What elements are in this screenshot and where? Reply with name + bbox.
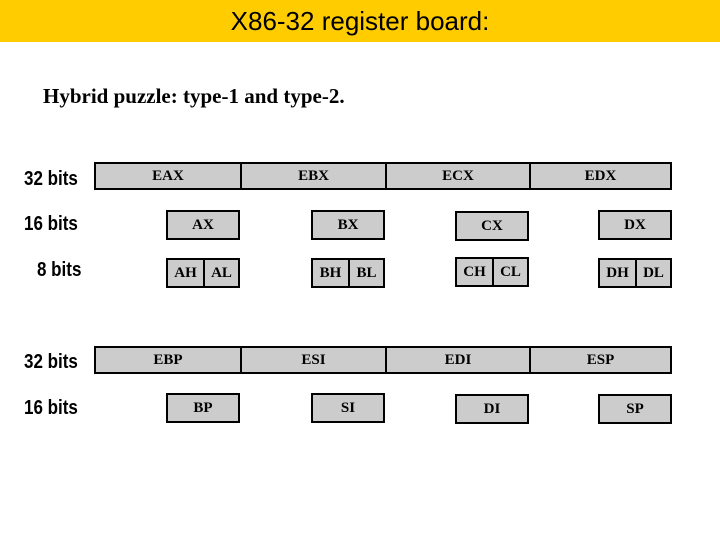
register-cl[interactable]: CL <box>492 259 527 285</box>
register-si[interactable]: SI <box>311 393 385 423</box>
register-esi[interactable]: ESI <box>240 348 385 372</box>
row-label-16bits: 16 bits <box>24 213 78 235</box>
row-label-16bits-group2: 16 bits <box>24 397 78 419</box>
register-dx[interactable]: DX <box>598 210 672 240</box>
register-di[interactable]: DI <box>455 394 529 424</box>
register-sp[interactable]: SP <box>598 394 672 424</box>
register-edi[interactable]: EDI <box>385 348 529 372</box>
register-edx[interactable]: EDX <box>529 164 670 188</box>
register-pair-ch-cl: CH CL <box>455 257 529 287</box>
register-bar-32-group1: EAX EBX ECX EDX <box>94 162 672 190</box>
register-ch[interactable]: CH <box>463 263 486 280</box>
register-bp[interactable]: BP <box>166 393 240 423</box>
register-cx[interactable]: CX <box>455 211 529 241</box>
register-ah[interactable]: AH <box>174 264 197 281</box>
register-bar-32-group2: EBP ESI EDI ESP <box>94 346 672 374</box>
register-ebp[interactable]: EBP <box>153 351 183 368</box>
register-dh[interactable]: DH <box>606 264 629 281</box>
register-ax[interactable]: AX <box>166 210 240 240</box>
row-label-32bits: 32 bits <box>24 168 78 190</box>
puzzle-subtitle: Hybrid puzzle: type-1 and type-2. <box>43 84 345 108</box>
row-label-8bits: 8 bits <box>37 259 82 281</box>
register-ecx[interactable]: ECX <box>385 164 529 188</box>
page-title: X86-32 register board: <box>230 6 490 36</box>
register-bx[interactable]: BX <box>311 210 385 240</box>
register-bh[interactable]: BH <box>319 264 342 281</box>
register-bl[interactable]: BL <box>348 260 383 286</box>
register-ebx[interactable]: EBX <box>240 164 385 188</box>
register-pair-ah-al: AH AL <box>166 258 240 288</box>
register-al[interactable]: AL <box>203 260 238 286</box>
register-pair-dh-dl: DH DL <box>598 258 672 288</box>
row-label-32bits-group2: 32 bits <box>24 351 78 373</box>
register-pair-bh-bl: BH BL <box>311 258 385 288</box>
register-esp[interactable]: ESP <box>529 348 670 372</box>
register-dl[interactable]: DL <box>635 260 670 286</box>
register-eax[interactable]: EAX <box>152 167 184 184</box>
title-bar <box>0 0 720 42</box>
